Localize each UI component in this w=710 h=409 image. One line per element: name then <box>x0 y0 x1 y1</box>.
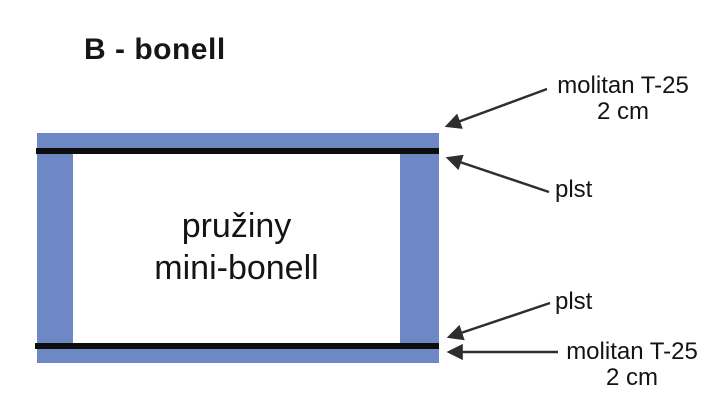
foam-layer-bottom <box>37 349 439 363</box>
page-title: B - bonell <box>84 33 226 66</box>
core-label-line2: mini-bonell <box>154 249 319 287</box>
core-label-line1: pružiny <box>181 207 292 245</box>
label-molitan-bottom-name: molitan T-25 <box>566 338 698 365</box>
label-plst-top: plst <box>555 176 593 203</box>
label-plst-bottom: plst <box>555 288 593 315</box>
spring-core-label: pružiny mini-bonell <box>73 205 400 289</box>
label-molitan-bottom: molitan T-25 2 cm <box>552 339 710 391</box>
arrow-plst-top-icon <box>445 154 550 194</box>
arrow-molitan-top-icon <box>444 87 548 129</box>
felt-line-top <box>36 148 439 154</box>
label-molitan-top-name: molitan T-25 <box>557 72 689 99</box>
label-molitan-top-size: 2 cm <box>596 98 649 125</box>
foam-layer-top <box>37 133 439 148</box>
arrow-plst-bottom-icon <box>446 301 551 341</box>
felt-line-bottom <box>35 343 439 349</box>
foam-column-left <box>37 154 73 343</box>
label-molitan-bottom-size: 2 cm <box>605 364 658 391</box>
label-molitan-top: molitan T-25 2 cm <box>543 73 703 125</box>
foam-column-right <box>400 154 439 343</box>
